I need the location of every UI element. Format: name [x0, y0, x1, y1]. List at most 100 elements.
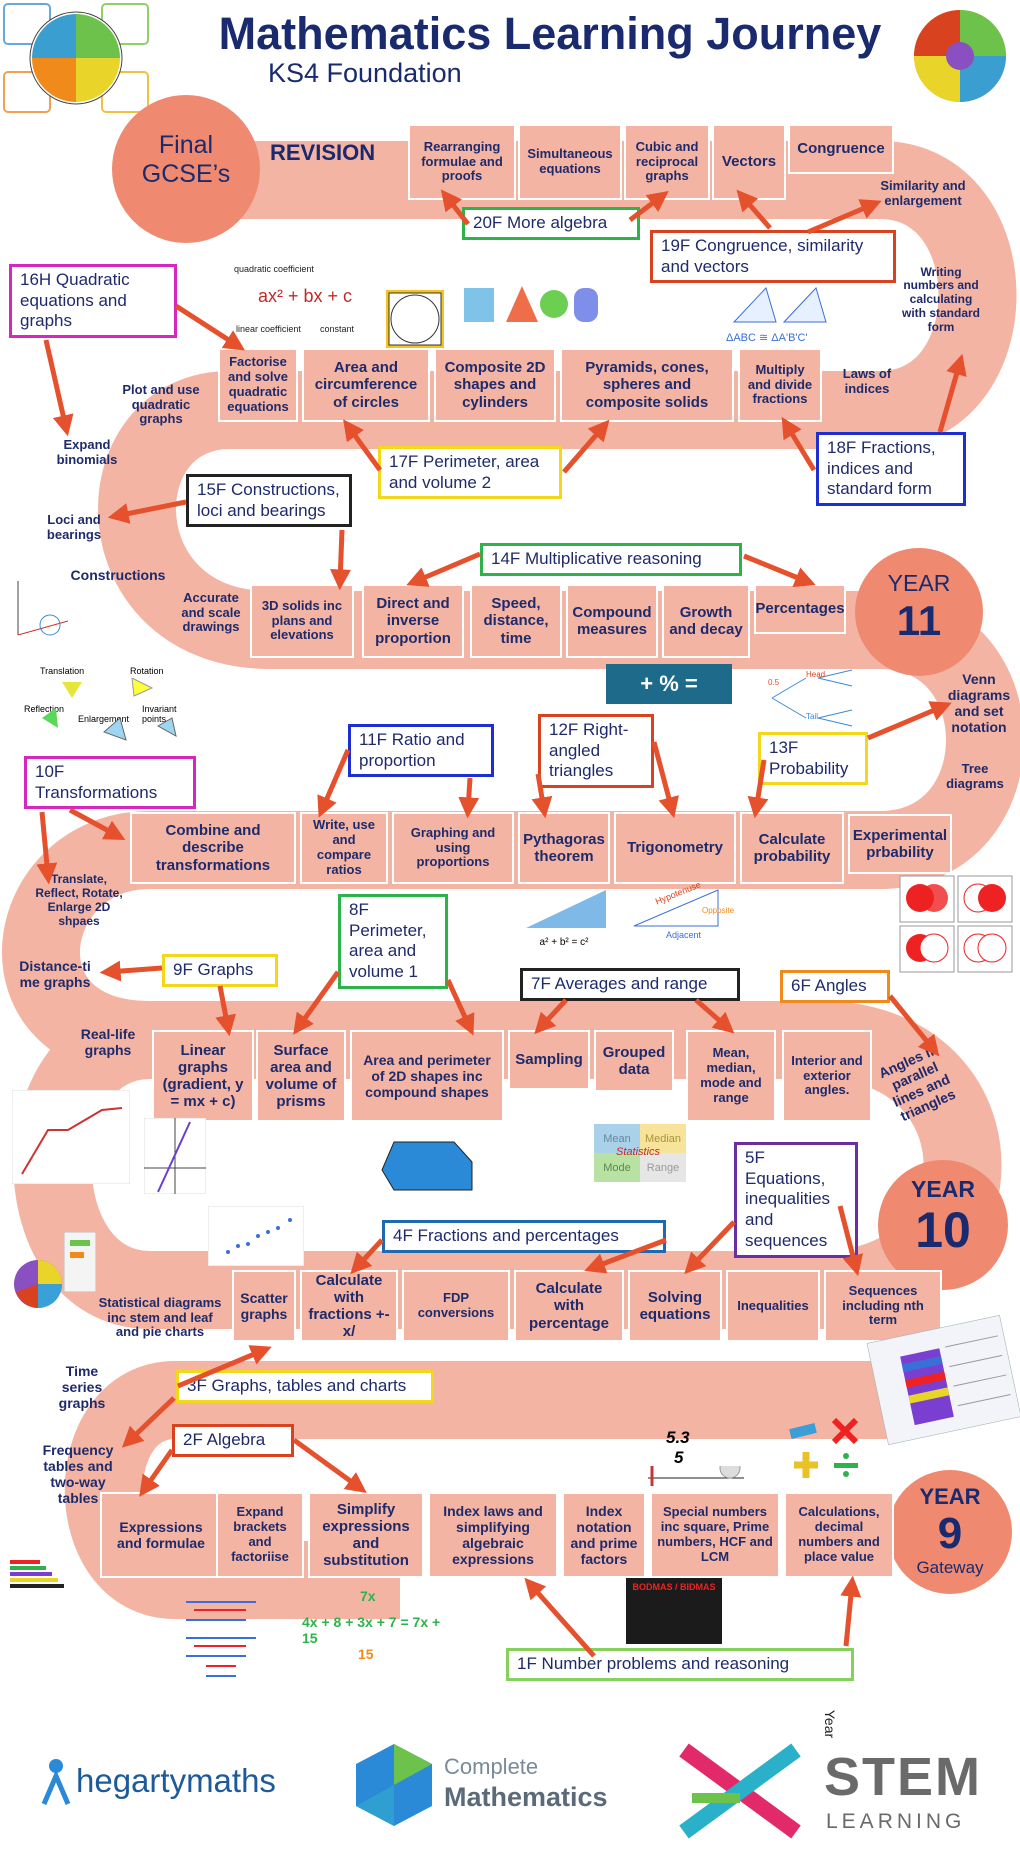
year-11-number: 11 — [896, 597, 942, 644]
unit-6F: 6F Angles — [780, 970, 890, 1003]
unit-9F: 9F Graphs — [162, 954, 278, 987]
year-10-circle: YEAR 10 — [878, 1160, 1008, 1290]
start-line2: GCSE’s — [141, 160, 231, 188]
year-11-label: YEAR — [887, 570, 951, 596]
triangle-label: ΔABC ≅ ΔA'B'C' — [726, 332, 808, 344]
complete-maths-logo: Complete Mathematics — [352, 1742, 612, 1828]
quadratic-coefficient-text: quadratic coefficient — [234, 264, 314, 274]
tile-index-laws: Index laws and simplifying algebraic exp… — [428, 1492, 558, 1578]
decimal-table-icon — [866, 1314, 1020, 1446]
unit-1F: 1F Number problems and reasoning — [506, 1648, 854, 1681]
hegarty-logo: hegartymaths — [40, 1752, 280, 1812]
tile-calc-fractions: Calculate with fractions +-x/ — [300, 1270, 398, 1342]
tile-venn: Venn diagrams and set notation — [947, 670, 1011, 736]
tile-ratios: Write, use and compare ratios — [300, 812, 388, 884]
tile-area-perimeter: Area and perimeter of 2D shapes inc comp… — [350, 1030, 504, 1122]
unit-15F: 15F Constructions, loci and bearings — [186, 474, 352, 528]
jigsaw-icon — [912, 8, 1008, 104]
tile-growth: Growth and decay — [662, 584, 750, 658]
tile-direct: Direct and inverse proportion — [362, 584, 464, 658]
tile-time-series: Time series graphs — [58, 1362, 106, 1412]
scatter-graph-icon — [207, 1205, 305, 1267]
tile-multiply-fractions: Multiply and divide fractions — [738, 348, 822, 422]
unit-19F: 19F Congruence, similarity and vectors — [650, 230, 896, 284]
head-text: Head — [806, 670, 826, 679]
linear-coefficient-text: linear coefficient — [236, 324, 301, 334]
tile-special-numbers: Special numbers inc square, Prime number… — [650, 1492, 780, 1578]
tile-translate: Translate, Reflect, Rotate, Enlarge 2D s… — [35, 872, 123, 928]
tile-real-life: Real-life graphs — [80, 1025, 136, 1058]
tile-surface: Surface area and volume of prisms — [256, 1030, 346, 1122]
tile-vectors: Vectors — [712, 124, 786, 200]
unit-18F: 18F Fractions, indices and standard form — [816, 432, 966, 507]
adjacent-text: Adjacent — [666, 930, 702, 940]
tile-expand-brackets: Expand brackets and factoriise — [216, 1492, 304, 1578]
tile-writing-numbers: Writing numbers and calculating with sta… — [902, 264, 981, 334]
framework-icon — [2, 2, 150, 114]
tile-experimental: Experimental prbability — [848, 814, 952, 874]
unit-10F: 10F Transformations — [24, 756, 196, 810]
tile-cubic: Cubic and reciprocal graphs — [624, 124, 710, 200]
tail-text: Tail — [806, 712, 819, 721]
start-line1: Final — [158, 131, 214, 159]
tile-solids3d: 3D solids inc plans and elevations — [250, 584, 354, 658]
year-9-circle: YEAR 9 Gateway — [888, 1470, 1012, 1594]
tile-expressions: Expressions and formulae — [100, 1492, 222, 1578]
unit-13F: 13F Probability — [758, 732, 868, 786]
complete-text: Complete — [444, 1754, 539, 1779]
page-subtitle: KS4 Foundation — [268, 58, 462, 88]
fraction-top: 5.3 — [666, 1428, 690, 1447]
unit-12F: 12F Right-angled triangles — [538, 714, 654, 789]
tile-trig: Trigonometry — [614, 812, 736, 884]
year-9-number: 9 — [937, 1509, 963, 1558]
averages-icon: Mean Median Mode Range Statistics — [594, 1124, 686, 1182]
unit-11F: 11F Ratio and proportion — [348, 724, 494, 778]
tile-speed: Speed, distance, time — [470, 584, 562, 658]
unit-3F: 3F Graphs, tables and charts — [176, 1370, 434, 1403]
opposite-text: Opposite — [702, 906, 735, 915]
tile-index-notation: Index notation and prime factors — [562, 1492, 646, 1578]
linear-graph-icon — [143, 1117, 207, 1195]
compass-icon — [10, 575, 74, 645]
trig-icon: Hypotenuse Opposite Adjacent — [628, 879, 735, 948]
learning-text: LEARNING — [826, 1810, 966, 1833]
tile-congruence: Congruence — [788, 124, 894, 174]
venn-icon — [898, 874, 1014, 974]
tile-sampling: Sampling — [508, 1030, 590, 1090]
triangles-icon: ΔABC ≅ ΔA'B'C' — [726, 282, 836, 344]
tile-interior: Interior and exterior angles. — [782, 1030, 872, 1122]
mean-box: Mean — [594, 1124, 640, 1153]
tile-scatter: Scatter graphs — [232, 1270, 296, 1342]
tile-mean: Mean, median, mode and range — [686, 1030, 776, 1122]
tile-calc-percent: Calculate with percentage — [514, 1270, 624, 1342]
tile-composite2d: Composite 2D shapes and cylinders — [434, 348, 556, 422]
transformations-picture: Translation Rotation Reflection Enlargem… — [22, 664, 192, 754]
tile-simplify: Simplify expressions and substitution — [308, 1492, 424, 1578]
half-text: 0.5 — [768, 678, 780, 687]
unit-14F: 14F Multiplicative reasoning — [480, 543, 742, 576]
bidmas-icon: BODMAS / BIDMAS — [626, 1578, 722, 1644]
tile-compound: Compound measures — [566, 584, 658, 658]
year-11-circle: YEAR 11 — [855, 548, 983, 676]
tile-grouped: Grouped data — [594, 1030, 674, 1092]
year-9-label: YEAR — [919, 1484, 981, 1509]
unit-16H: 16H Quadratic equations and graphs — [9, 264, 177, 339]
percent-text: + % = — [640, 671, 698, 696]
tile-accurate: Accurate and scale drawings — [181, 589, 241, 635]
stem-text: STEM — [824, 1747, 983, 1807]
year-10-number: 10 — [915, 1202, 971, 1258]
tile-graphing-prop: Graphing and using proportions — [392, 812, 514, 884]
unit-2F: 2F Algebra — [172, 1424, 294, 1457]
number-line-icon: 5.3 5 — [644, 1426, 750, 1490]
year-side-label: Year — [822, 1709, 839, 1739]
pie-chart-icon — [12, 1258, 64, 1310]
tile-plot-quadratic: Plot and use quadratic graphs — [122, 381, 200, 427]
solids-icon — [456, 276, 604, 346]
tile-tree: Tree diagrams — [946, 761, 1004, 791]
translation-text: Translation — [40, 666, 85, 676]
stem-logo: STEM LEARNING — [676, 1740, 1006, 1840]
quadratic-picture: quadratic coefficient ax² + bx + c linea… — [228, 256, 366, 344]
rotation-text: Rotation — [130, 666, 164, 676]
bidmas-title: BODMAS / BIDMAS — [632, 1582, 716, 1592]
compound-shape-icon — [374, 1134, 482, 1202]
